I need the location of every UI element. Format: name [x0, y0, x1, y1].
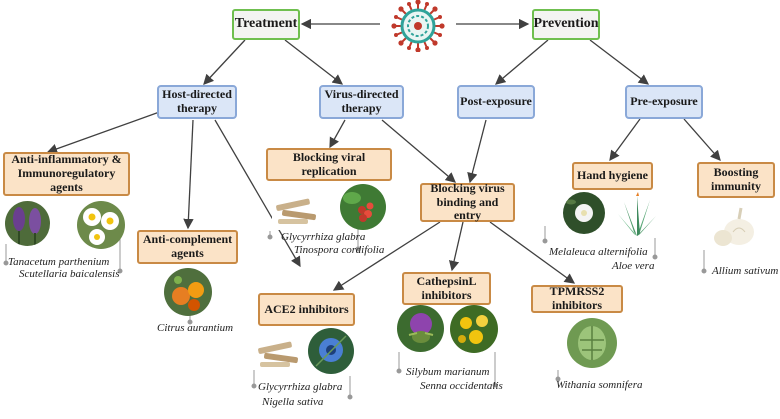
boosting-immunity-node: Boosting immunity: [697, 162, 775, 198]
post-exposure-node: Post-exposure: [457, 85, 535, 119]
silybum-photo: [397, 305, 444, 352]
caption-glycyrrhiza-1: Glycyrrhiza glabra: [281, 231, 366, 243]
blocking-replication-node: Blocking viral replication: [266, 148, 392, 181]
allium-photo: [705, 202, 763, 250]
caption-withania: Withania somnifera: [556, 379, 643, 391]
scutellaria-photo: [77, 201, 125, 249]
caption-senna: Senna occidentalis: [420, 380, 503, 392]
blocking-binding-node: Blocking virus binding and entry: [420, 181, 515, 222]
caption-tanacetum: Tanacetum parthenium: [8, 256, 110, 268]
tinospora-photo: [340, 184, 386, 230]
pre-exposure-node: Pre-exposure: [625, 85, 703, 119]
nigella-photo: [308, 328, 354, 374]
caption-tinospora: Tinospora cordifolia: [294, 244, 385, 256]
withania-photo: [567, 318, 617, 368]
prevention-node: Prevention: [532, 9, 600, 40]
glycyrrhiza-photo-2: [254, 337, 302, 371]
tmprss2-inhibitors-node: TPMRSS2 inhibitors: [531, 284, 623, 313]
host-directed-therapy-node: Host-directed therapy: [157, 85, 237, 119]
anti-complement-node: Anti-complement agents: [137, 230, 238, 264]
melaleuca-photo: [563, 192, 605, 234]
aloe-photo: [614, 192, 660, 238]
senna-photo: [450, 305, 498, 353]
virus-directed-therapy-node: Virus-directed therapy: [319, 85, 404, 119]
anti-inflammatory-node: Anti-inflammatory & Immunoregulatory age…: [3, 152, 130, 196]
hand-hygiene-node: Hand hygiene: [572, 162, 653, 190]
cathepsin-inhibitors-node: CathepsinL inhibitors: [402, 272, 491, 305]
treatment-node: Treatment: [232, 9, 300, 40]
citrus-photo: [164, 268, 212, 316]
caption-glycyrrhiza-2: Glycyrrhiza glabra: [258, 381, 343, 393]
caption-nigella: Nigella sativa: [262, 396, 324, 408]
tanacetum-photo: [5, 201, 50, 246]
caption-melaleuca: Melaleuca alternifolia: [549, 246, 648, 258]
coronavirus-icon: [380, 0, 456, 53]
caption-scutellaria: Scutellaria baicalensis: [19, 268, 120, 280]
caption-allium: Allium sativum: [712, 265, 779, 277]
caption-aloe: Aloe vera: [612, 260, 655, 272]
glycyrrhiza-photo-1: [272, 192, 320, 230]
caption-silybum: Silybum marianum: [406, 366, 490, 378]
ace2-inhibitors-node: ACE2 inhibitors: [258, 293, 355, 326]
caption-citrus: Citrus aurantium: [157, 322, 234, 334]
